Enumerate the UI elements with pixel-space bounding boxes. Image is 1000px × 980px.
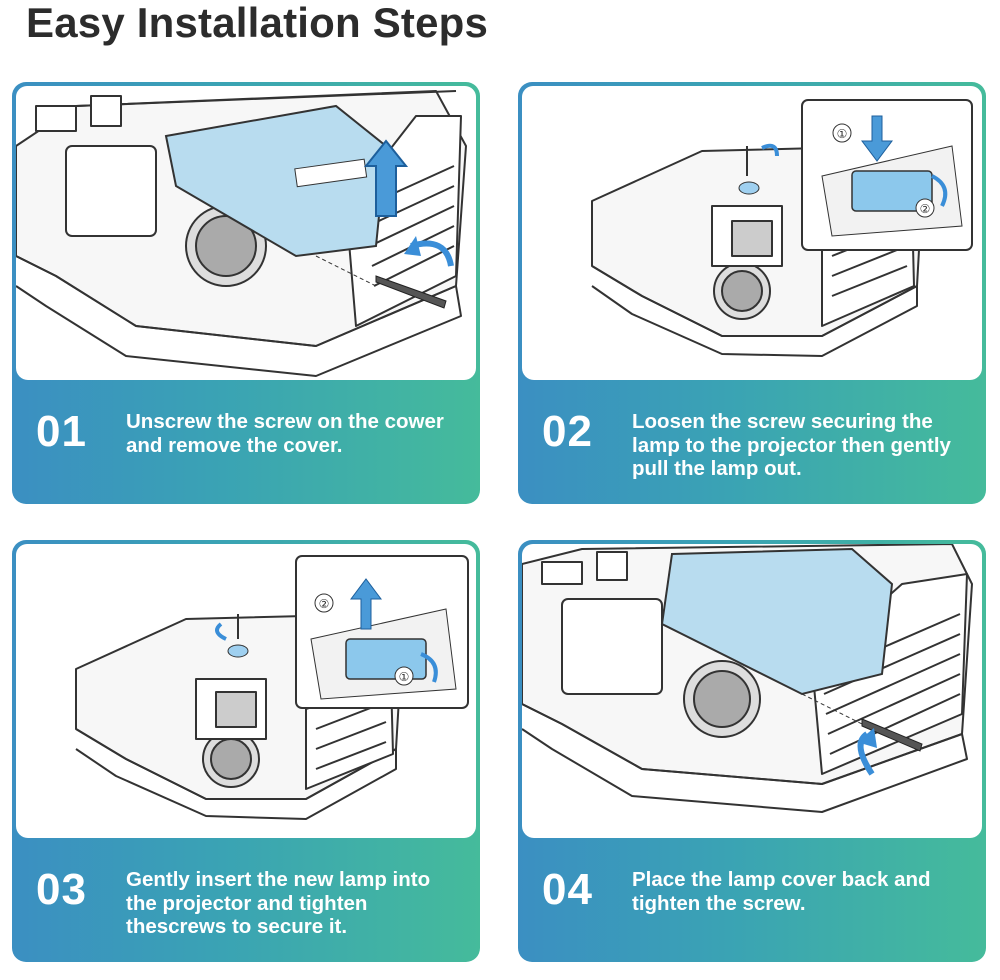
step-3-illustration: ② ① (16, 544, 476, 838)
step-2-number: 02 (542, 407, 593, 456)
step-3-text: Gently insert the new lamp into the proj… (126, 868, 431, 938)
callout-marker-1: ① (837, 127, 848, 141)
step-card-4: 04 Place the lamp cover back and tighten… (518, 540, 986, 962)
page-title: Easy Installation Steps (26, 0, 489, 46)
step-1-text: Unscrew the screw on the cower and remov… (126, 410, 444, 457)
step-4-illustration (522, 544, 982, 838)
step-1-number: 01 (36, 407, 87, 456)
step-3-number: 03 (36, 865, 87, 914)
callout-marker-1: ① (399, 670, 410, 684)
step-card-3: ② ① 03 Gently insert the new lamp into t… (12, 540, 480, 962)
step-1-illustration (16, 86, 476, 380)
step-4-number: 04 (542, 865, 593, 914)
step-2-text: Loosen the screw securing the lamp to th… (632, 410, 951, 480)
callout-marker-2: ② (920, 202, 931, 216)
step-card-1: 01 Unscrew the screw on the cower and re… (12, 82, 480, 504)
callout-marker-2: ② (319, 597, 330, 611)
step-4-text: Place the lamp cover back and tighten th… (632, 868, 931, 915)
step-2-illustration: ① ② (522, 86, 982, 380)
step-card-2: ① ② 02 Loosen the screw securing the lam… (518, 82, 986, 504)
